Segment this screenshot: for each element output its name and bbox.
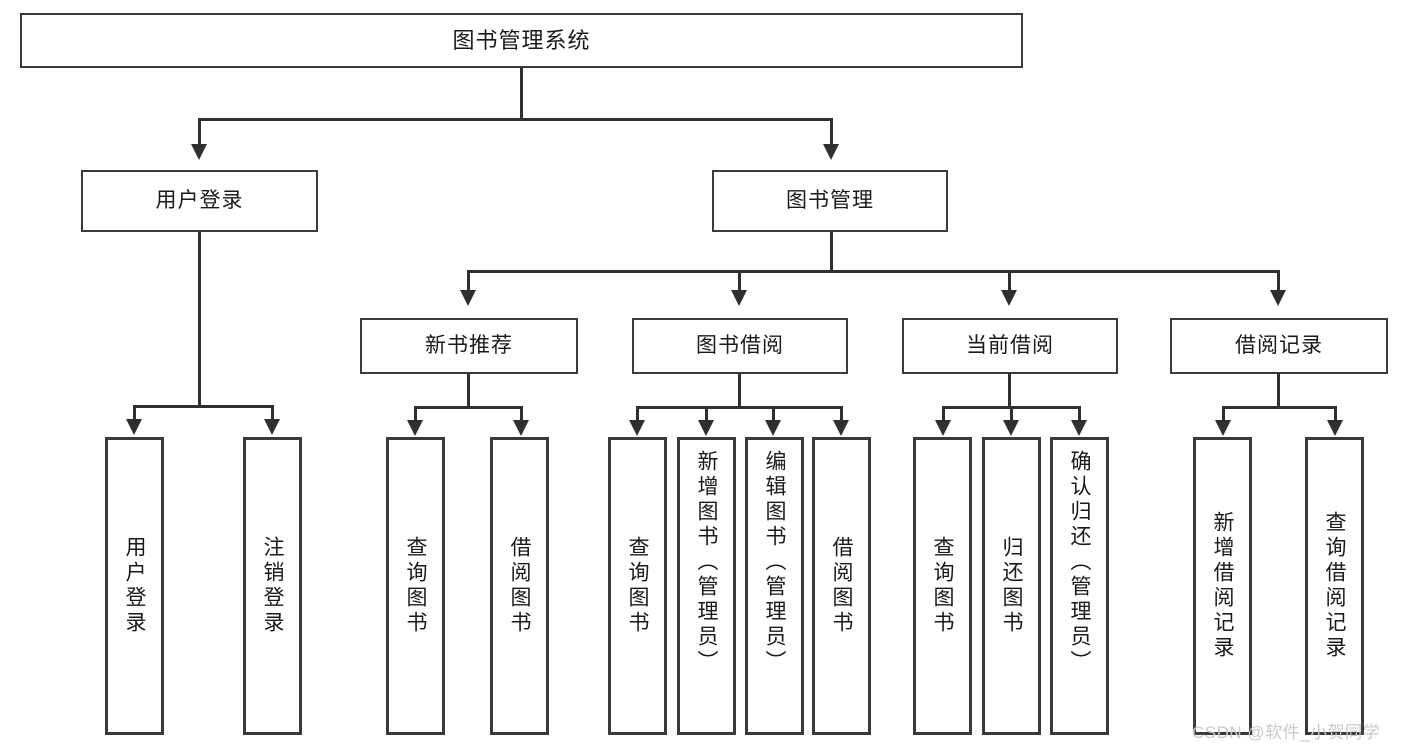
arrow-down-icon [935, 420, 951, 436]
node-label: 编辑图书（管理员） [763, 450, 786, 675]
node-label: 查询图书 [404, 536, 427, 636]
arrow-down-icon [1215, 420, 1231, 436]
node-root-system[interactable]: 图书管理系统 [20, 13, 1023, 68]
node-book-borrow[interactable]: 图书借阅 [632, 318, 848, 374]
connector-userlogin-drop-1 [133, 405, 136, 421]
connector-currentborrow-drop-2 [1010, 406, 1013, 422]
arrow-down-icon [629, 420, 645, 436]
node-label: 借阅图书 [508, 536, 531, 636]
arrow-down-icon [1001, 290, 1017, 306]
connector-bookborrow-bar [636, 406, 842, 409]
node-label: 注销登录 [261, 536, 284, 636]
arrow-down-icon [126, 419, 142, 435]
connector-newbook-bar [414, 406, 522, 409]
leaf-query-book-current[interactable]: 查询图书 [913, 437, 972, 735]
connector-bookborrow-stub [738, 374, 741, 408]
leaf-borrow-book[interactable]: 借阅图书 [812, 437, 871, 735]
node-label: 归还图书 [1000, 536, 1023, 636]
connector-bookmgmt-drop-4 [1277, 270, 1280, 292]
leaf-add-book-admin[interactable]: 新增图书（管理员） [677, 437, 736, 735]
leaf-confirm-return-admin[interactable]: 确认归还（管理员） [1050, 437, 1109, 735]
connector-bookmgmt-bar [467, 270, 1279, 273]
arrow-down-icon [191, 144, 207, 160]
node-book-management[interactable]: 图书管理 [712, 170, 948, 232]
leaf-borrow-book-recommend[interactable]: 借阅图书 [490, 437, 549, 735]
node-label: 查询借阅记录 [1323, 511, 1346, 661]
node-label: 查询图书 [626, 536, 649, 636]
leaf-edit-book-admin[interactable]: 编辑图书（管理员） [745, 437, 804, 735]
connector-bookmgmt-drop-3 [1008, 270, 1011, 292]
arrow-down-icon [1003, 420, 1019, 436]
connector-borrowrecord-stub [1277, 374, 1280, 408]
node-user-login[interactable]: 用户登录 [81, 170, 318, 232]
arrow-down-icon [513, 420, 529, 436]
node-label: 确认归还（管理员） [1068, 450, 1091, 675]
arrow-down-icon [1270, 290, 1286, 306]
leaf-add-borrow-record[interactable]: 新增借阅记录 [1193, 437, 1252, 735]
node-borrow-record[interactable]: 借阅记录 [1170, 318, 1388, 374]
node-label: 当前借阅 [966, 333, 1054, 357]
connector-userlogin-stub [198, 232, 201, 407]
connector-bookmgmt-drop-1 [467, 270, 470, 292]
node-label: 图书管理系统 [452, 27, 591, 53]
connector-bookmgmt-drop-2 [738, 270, 741, 292]
connector-currentborrow-drop-3 [1078, 406, 1081, 422]
connector-userlogin-drop-2 [271, 405, 274, 421]
arrow-down-icon [1071, 420, 1087, 436]
node-current-borrow[interactable]: 当前借阅 [902, 318, 1118, 374]
arrow-down-icon [698, 420, 714, 436]
connector-root-drop-left [198, 118, 201, 146]
node-new-book-recommend[interactable]: 新书推荐 [360, 318, 578, 374]
arrow-down-icon [1327, 420, 1343, 436]
connector-newbook-stub [467, 374, 470, 408]
connector-currentborrow-drop-1 [942, 406, 945, 422]
connector-root-stub [520, 68, 523, 118]
node-label: 用户登录 [123, 536, 146, 636]
leaf-return-book[interactable]: 归还图书 [982, 437, 1041, 735]
arrow-down-icon [765, 420, 781, 436]
connector-borrowrecord-bar [1222, 406, 1336, 409]
connector-root-bar [198, 118, 832, 121]
leaf-query-borrow-record[interactable]: 查询借阅记录 [1305, 437, 1364, 735]
node-label: 查询图书 [931, 536, 954, 636]
connector-borrowrecord-drop-2 [1334, 406, 1337, 422]
node-label: 图书管理 [786, 188, 874, 212]
node-label: 用户登录 [155, 188, 244, 212]
leaf-query-book-recommend[interactable]: 查询图书 [386, 437, 445, 735]
arrow-down-icon [460, 290, 476, 306]
connector-bookborrow-drop-4 [840, 406, 843, 422]
connector-bookborrow-drop-2 [705, 406, 708, 422]
connector-root-drop-right [830, 118, 833, 146]
leaf-query-book[interactable]: 查询图书 [608, 437, 667, 735]
connector-currentborrow-stub [1008, 374, 1011, 408]
leaf-logout[interactable]: 注销登录 [243, 437, 302, 735]
watermark: CSDN @软件_小贺同学 [1192, 723, 1381, 742]
node-label: 新增图书（管理员） [695, 450, 718, 675]
arrow-down-icon [264, 419, 280, 435]
connector-bookborrow-drop-3 [772, 406, 775, 422]
connector-newbook-drop-2 [520, 406, 523, 422]
arrow-down-icon [833, 420, 849, 436]
node-label: 新增借阅记录 [1211, 511, 1234, 661]
connector-bookmgmt-stub [830, 232, 833, 272]
arrow-down-icon [823, 144, 839, 160]
connector-borrowrecord-drop-1 [1222, 406, 1225, 422]
connector-newbook-drop-1 [414, 406, 417, 422]
node-label: 借阅记录 [1235, 333, 1323, 357]
node-label: 图书借阅 [696, 333, 784, 357]
leaf-user-login[interactable]: 用户登录 [105, 437, 164, 735]
connector-bookborrow-drop-1 [636, 406, 639, 422]
node-label: 新书推荐 [425, 333, 513, 357]
connector-userlogin-bar [133, 405, 273, 408]
arrow-down-icon [407, 420, 423, 436]
node-label: 借阅图书 [830, 536, 853, 636]
arrow-down-icon [731, 290, 747, 306]
